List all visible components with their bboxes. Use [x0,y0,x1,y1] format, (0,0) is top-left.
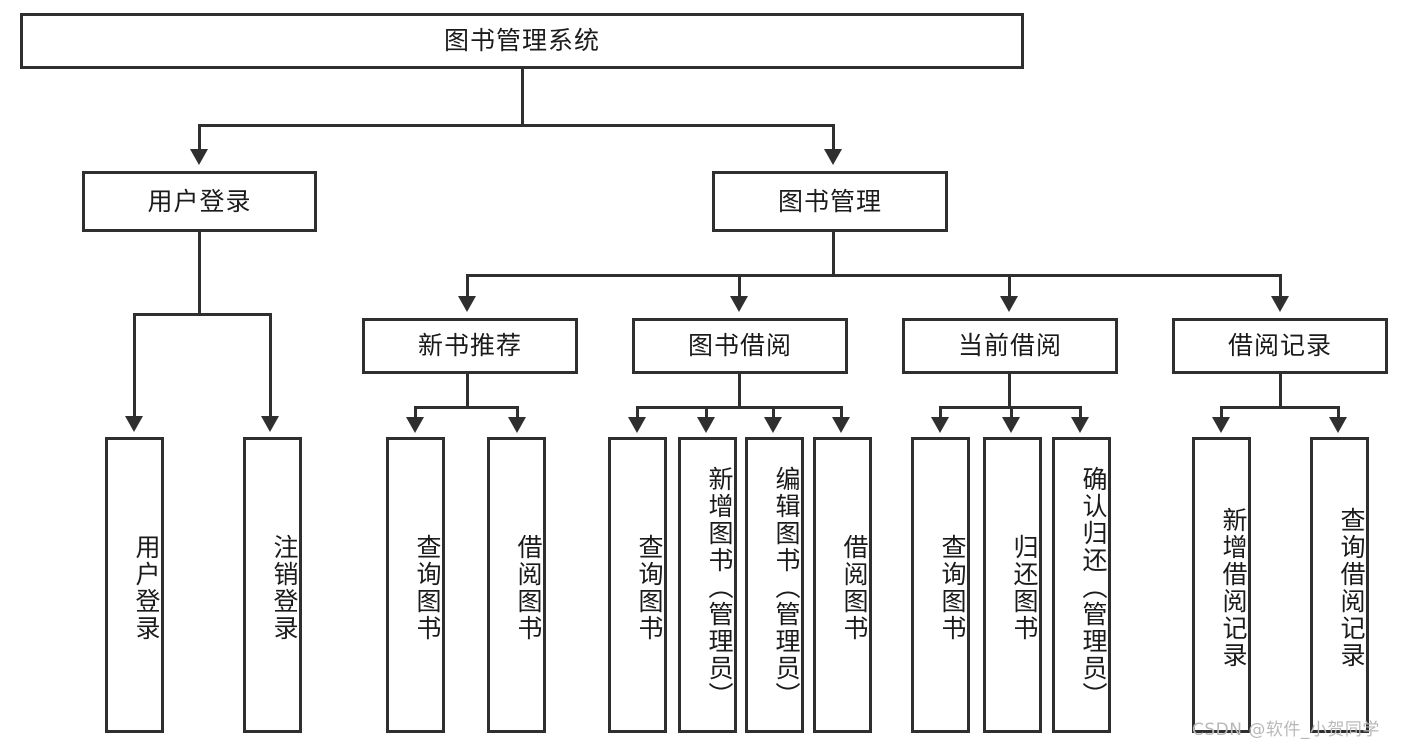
node-book-borrow-label: 图书借阅 [687,331,792,360]
node-root-label: 图书管理系统 [443,26,600,55]
leaf-logout-label: 注销登录 [270,534,299,642]
arrow-root-to-user-login [190,149,208,165]
arrow-user-login-leaf-2 [261,416,279,432]
connector-book-mgmt-stem [832,232,835,277]
leaf-confirm-return-admin-label: 确认归还（管理员） [1079,465,1108,709]
node-user-login-label: 用户登录 [147,186,252,216]
leaf-borrow-book[interactable]: 借阅图书 [813,437,872,733]
node-current-borrow[interactable]: 当前借阅 [902,318,1118,374]
connector-current-leaf-3 [1079,406,1082,419]
connector-borrow-leaf-1 [636,406,639,419]
connector-user-login-bus [133,313,271,316]
connector-records-bus [1220,406,1340,409]
connector-borrow-leaf-2 [705,406,708,419]
connector-records-stem [1279,374,1282,409]
arrow-root-to-book-mgmt [824,149,842,165]
leaf-query-borrow-record-label: 查询借阅记录 [1337,507,1366,669]
arrow-records-leaf-2 [1329,417,1347,433]
node-book-borrow[interactable]: 图书借阅 [632,318,848,374]
connector-root-to-book-mgmt [832,124,835,151]
connector-user-login-leaf-1 [133,313,136,418]
connector-root-bus [198,124,835,127]
connector-book-mgmt-to-new-books [466,274,469,298]
leaf-user-login-label: 用户登录 [132,534,161,642]
node-current-borrow-label: 当前借阅 [957,331,1062,360]
connector-new-books-leaf-2 [516,406,519,419]
leaf-query-books-recommend-label: 查询图书 [413,534,442,642]
leaf-query-borrow-record[interactable]: 查询借阅记录 [1310,437,1369,733]
connector-current-stem [1008,374,1011,409]
leaf-query-books-borrow[interactable]: 查询图书 [608,437,667,733]
connector-book-mgmt-to-records [1279,274,1282,298]
connector-current-leaf-2 [1010,406,1013,419]
arrow-current-leaf-3 [1071,417,1089,433]
leaf-borrow-book-label: 借阅图书 [840,534,869,642]
connector-current-leaf-1 [939,406,942,419]
connector-new-books-leaf-1 [414,406,417,419]
connector-new-books-stem [466,374,469,409]
leaf-query-books-current[interactable]: 查询图书 [911,437,970,733]
arrow-borrow-leaf-1 [628,417,646,433]
leaf-borrow-books-recommend-label: 借阅图书 [514,534,543,642]
leaf-borrow-books-recommend[interactable]: 借阅图书 [487,437,546,733]
arrow-current-leaf-1 [931,417,949,433]
node-new-book-recommend-label: 新书推荐 [417,331,522,360]
leaf-add-book-admin[interactable]: 新增图书（管理员） [678,437,737,733]
arrow-new-books-leaf-1 [406,417,424,433]
arrow-borrow-leaf-2 [697,417,715,433]
leaf-return-book[interactable]: 归还图书 [983,437,1042,733]
connector-user-login-stem [198,232,201,316]
arrow-borrow-leaf-4 [832,417,850,433]
connector-new-books-bus [414,406,519,409]
connector-borrow-stem [738,374,741,409]
arrow-records-leaf-1 [1212,417,1230,433]
arrow-borrow-leaf-3 [764,417,782,433]
connector-book-mgmt-to-current [1008,274,1011,298]
leaf-add-borrow-record-label: 新增借阅记录 [1219,507,1248,669]
connector-book-mgmt-to-borrow [738,274,741,298]
node-book-management[interactable]: 图书管理 [712,171,948,232]
arrow-new-books-leaf-2 [508,417,526,433]
connector-borrow-leaf-3 [772,406,775,419]
connector-borrow-leaf-4 [840,406,843,419]
connector-borrow-bus [636,406,843,409]
leaf-add-borrow-record[interactable]: 新增借阅记录 [1192,437,1251,733]
connector-user-login-leaf-2 [269,313,272,418]
arrow-user-login-leaf-1 [125,416,143,432]
node-borrow-records-label: 借阅记录 [1227,331,1332,360]
connector-records-leaf-2 [1337,406,1340,419]
arrow-book-mgmt-to-records [1271,296,1289,312]
connector-root-stem [521,69,524,126]
connector-records-leaf-1 [1220,406,1223,419]
leaf-user-login[interactable]: 用户登录 [105,437,164,733]
node-user-login[interactable]: 用户登录 [82,171,317,232]
connector-book-mgmt-bus [466,274,1282,277]
connector-root-to-user-login [198,124,201,151]
leaf-query-books-recommend[interactable]: 查询图书 [386,437,445,733]
leaf-confirm-return-admin[interactable]: 确认归还（管理员） [1052,437,1111,733]
node-borrow-records[interactable]: 借阅记录 [1172,318,1388,374]
leaf-query-books-current-label: 查询图书 [938,534,967,642]
leaf-return-book-label: 归还图书 [1010,534,1039,642]
arrow-book-mgmt-to-new-books [458,296,476,312]
arrow-book-mgmt-to-current [1000,296,1018,312]
node-book-management-label: 图书管理 [777,186,882,216]
node-root-system[interactable]: 图书管理系统 [20,13,1024,69]
leaf-edit-book-admin[interactable]: 编辑图书（管理员） [745,437,804,733]
leaf-query-books-borrow-label: 查询图书 [635,534,664,642]
leaf-edit-book-admin-label: 编辑图书（管理员） [772,465,801,709]
arrow-book-mgmt-to-borrow [730,296,748,312]
arrow-current-leaf-2 [1002,417,1020,433]
leaf-add-book-admin-label: 新增图书（管理员） [705,465,734,709]
node-new-book-recommend[interactable]: 新书推荐 [362,318,578,374]
leaf-logout[interactable]: 注销登录 [243,437,302,733]
